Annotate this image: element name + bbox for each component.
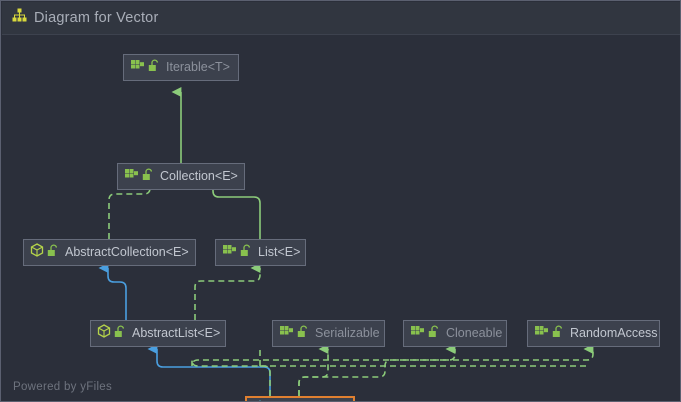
node-label: Iterable<T> [166, 60, 230, 75]
unlocked-padlock-icon [114, 324, 125, 343]
edge-vector-abstractlist [147, 344, 271, 396]
node-label: AbstractCollection<E> [65, 245, 189, 260]
node-label: AbstractList<E> [132, 326, 221, 341]
unlocked-padlock-icon [240, 243, 251, 262]
node-label: Collection<E> [160, 169, 238, 184]
unlocked-padlock-icon [142, 167, 153, 186]
node-label: List<E> [258, 245, 301, 260]
interface-icon [279, 325, 294, 343]
interface-icon [222, 244, 237, 262]
edge-vector-cloneable [298, 344, 456, 396]
diagram-node-iterable[interactable]: Iterable<T> [123, 54, 239, 81]
edge-abstractcollection-collection [108, 173, 151, 239]
node-label: Serializable [315, 326, 380, 341]
unlocked-padlock-icon [428, 324, 439, 343]
diagram-node-abstractcollection[interactable]: AbstractCollection<E> [23, 239, 196, 266]
hierarchy-icon [12, 8, 27, 28]
unlocked-padlock-icon [297, 324, 308, 343]
unlocked-padlock-icon [148, 58, 159, 77]
diagram-node-collection[interactable]: Collection<E> [117, 163, 245, 190]
abstract-class-icon [30, 243, 44, 262]
interface-icon [410, 325, 425, 343]
edge-vector-serializable [298, 344, 329, 396]
diagram-node-abstractlist[interactable]: AbstractList<E> [90, 320, 226, 347]
page-title: Diagram for Vector [34, 10, 159, 26]
edge-list-collection [203, 173, 261, 239]
edge-vector-randomaccess [191, 344, 594, 396]
interface-icon [130, 59, 145, 77]
diagram-canvas[interactable]: Iterable<T> Collection<E> AbstractCollecti… [2, 35, 680, 401]
unlocked-padlock-icon [552, 324, 563, 343]
node-label: RandomAccess [570, 326, 658, 341]
unlocked-padlock-icon [47, 243, 58, 262]
interface-icon [534, 325, 549, 343]
diagram-node-vector[interactable]: Vector<E> [245, 396, 355, 401]
node-label: Cloneable [446, 326, 503, 341]
edge-abstractlist-list [194, 263, 261, 320]
class-icon [253, 400, 267, 401]
diagram-node-cloneable[interactable]: Cloneable [403, 320, 507, 347]
diagram-titlebar: Diagram for Vector [2, 2, 680, 35]
unlocked-padlock-icon [270, 400, 281, 401]
diagram-node-serializable[interactable]: Serializable [272, 320, 385, 347]
edge-layer [98, 87, 594, 396]
abstract-class-icon [97, 324, 111, 343]
diagram-node-list[interactable]: List<E> [215, 239, 306, 266]
edge-abstractlist-abstractcollection [98, 263, 127, 320]
diagram-node-randomaccess[interactable]: RandomAccess [527, 320, 660, 347]
yfiles-watermark: Powered by yFiles [13, 381, 113, 393]
interface-icon [124, 168, 139, 186]
